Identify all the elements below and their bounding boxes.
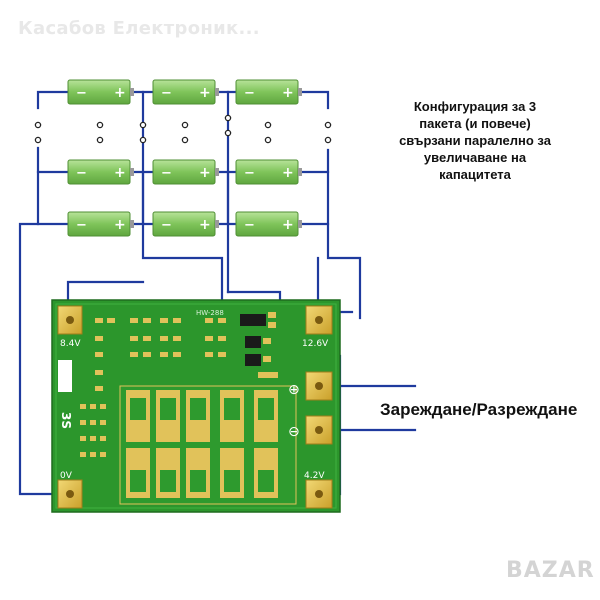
battery-minus-label: − (161, 218, 172, 233)
battery-plus-label: + (199, 165, 211, 181)
battery-cell: −+ (235, 211, 302, 237)
battery-minus-label: − (161, 166, 172, 181)
battery-cell: −+ (152, 159, 219, 185)
plus-symbol: ⊕ (288, 382, 300, 398)
battery-cell: −+ (67, 159, 134, 185)
battery-minus-label: − (161, 86, 172, 101)
caption-line: пакета (и повече) (419, 116, 531, 131)
battery-plus-label: + (114, 217, 126, 233)
battery-minus-label: − (76, 218, 87, 233)
battery-cell: −+ (152, 79, 219, 105)
minus-symbol: ⊖ (288, 424, 300, 440)
battery-minus-label: − (76, 166, 87, 181)
battery-cell: −+ (235, 159, 302, 185)
configuration-caption: Конфигурация за 3 пакета (и повече) свър… (380, 98, 570, 183)
battery-minus-label: − (244, 166, 255, 181)
watermark-text: Касабов Електроник... (18, 18, 260, 39)
battery-plus-label: + (199, 217, 211, 233)
battery-cell: −+ (67, 211, 134, 237)
charge-discharge-label: Зареждане/Разреждане (380, 400, 578, 419)
battery-plus-label: + (282, 165, 294, 181)
battery-cell: −+ (67, 79, 134, 105)
battery-minus-label: − (244, 86, 255, 101)
caption-line: свързани паралелно за (399, 133, 551, 148)
mosfet-array (119, 385, 297, 505)
battery-minus-label: − (76, 86, 87, 101)
battery-plus-label: + (282, 85, 294, 101)
label-0v: 0V (60, 471, 73, 481)
label-4-2v: 4.2V (304, 471, 325, 481)
caption-line: Конфигурация за 3 (413, 99, 537, 114)
board-side-label: 3S (59, 412, 73, 429)
label-12-6v: 12.6V (302, 339, 329, 349)
battery-plus-label: + (114, 165, 126, 181)
battery-minus-label: − (244, 218, 255, 233)
battery-cell: −+ (235, 79, 302, 105)
connection-dots (34, 114, 332, 144)
battery-cell: −+ (152, 211, 219, 237)
battery-plus-label: + (199, 85, 211, 101)
bms-board: HW-288 (51, 299, 341, 513)
battery-plus-label: + (282, 217, 294, 233)
battery-plus-label: + (114, 85, 126, 101)
bazar-logo: BAZAR (506, 558, 595, 583)
board-model: HW-288 (196, 309, 224, 317)
caption-line: увеличаване на (423, 150, 527, 165)
label-8-4v: 8.4V (60, 339, 81, 349)
caption-line: капацитета (439, 167, 511, 182)
battery-grid: −+−+−+−+−+−+−+−+−+ (67, 79, 302, 237)
